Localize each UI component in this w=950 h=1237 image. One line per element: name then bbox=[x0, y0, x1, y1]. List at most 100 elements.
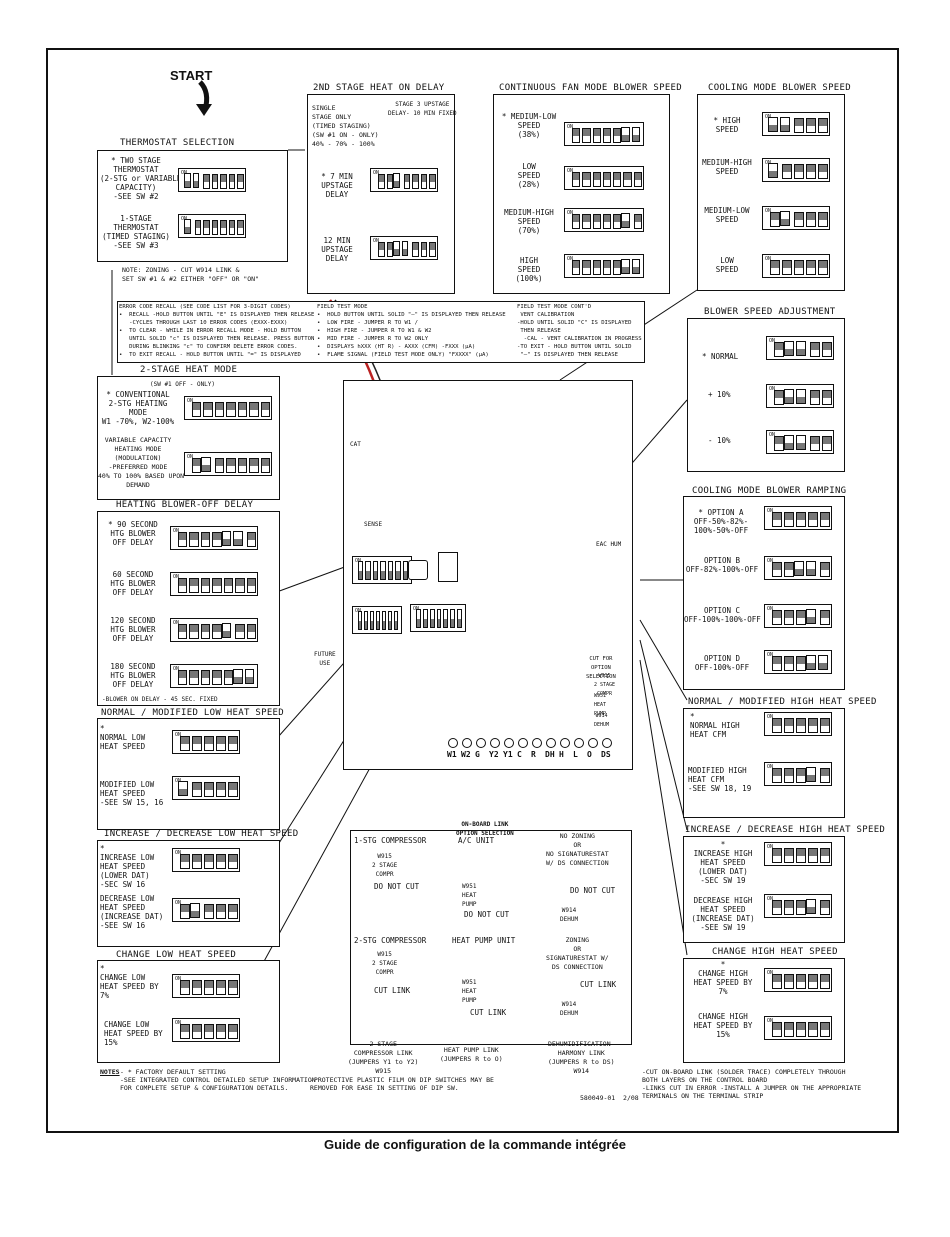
dip-toggle[interactable] bbox=[216, 980, 226, 995]
dip-toggle[interactable] bbox=[249, 458, 259, 473]
dip-toggle[interactable] bbox=[382, 611, 386, 630]
dip-toggle[interactable] bbox=[613, 128, 622, 143]
dip-toggle[interactable] bbox=[794, 164, 804, 179]
dip-toggle[interactable] bbox=[772, 768, 782, 783]
dip-toggle[interactable] bbox=[180, 736, 190, 751]
dip-switch-ramp-2[interactable]: ON bbox=[764, 604, 832, 628]
dip-switch-continuous-0[interactable]: ON bbox=[564, 122, 644, 146]
dip-toggle[interactable] bbox=[180, 904, 190, 919]
board-dip-bank-1[interactable]: ON bbox=[352, 556, 412, 584]
dip-toggle[interactable] bbox=[395, 561, 401, 580]
dip-toggle[interactable] bbox=[211, 174, 219, 189]
dip-toggle[interactable] bbox=[200, 578, 211, 593]
dip-toggle[interactable] bbox=[216, 1024, 226, 1039]
dip-toggle[interactable] bbox=[394, 611, 398, 630]
dip-toggle[interactable] bbox=[796, 656, 806, 671]
dip-toggle[interactable] bbox=[189, 578, 199, 593]
dip-toggle[interactable] bbox=[631, 259, 640, 274]
dip-toggle[interactable] bbox=[774, 390, 784, 405]
dip-toggle[interactable] bbox=[806, 561, 816, 576]
dip-toggle[interactable] bbox=[388, 611, 392, 630]
dip-toggle[interactable] bbox=[436, 609, 442, 628]
dip-toggle[interactable] bbox=[613, 260, 622, 275]
dip-toggle[interactable] bbox=[200, 624, 211, 639]
dip-toggle[interactable] bbox=[416, 609, 421, 628]
dip-toggle[interactable] bbox=[784, 1022, 794, 1037]
dip-switch-blower-adj-2[interactable]: ON bbox=[766, 430, 834, 454]
dip-toggle[interactable] bbox=[633, 214, 642, 229]
dip-toggle[interactable] bbox=[376, 611, 380, 630]
dip-toggle[interactable] bbox=[192, 173, 200, 188]
dip-switch-inc-low-2[interactable]: ON bbox=[172, 898, 240, 922]
dip-toggle[interactable] bbox=[818, 118, 828, 133]
dip-switch-cooling-2[interactable]: ON bbox=[762, 206, 830, 230]
dip-toggle[interactable] bbox=[810, 342, 820, 357]
dip-toggle[interactable] bbox=[818, 164, 828, 179]
dip-toggle[interactable] bbox=[774, 436, 784, 451]
dip-toggle[interactable] bbox=[204, 854, 214, 869]
dip-toggle[interactable] bbox=[806, 899, 816, 914]
dip-toggle[interactable] bbox=[211, 220, 219, 235]
dip-toggle[interactable] bbox=[572, 260, 581, 275]
dip-toggle[interactable] bbox=[401, 241, 409, 256]
dip-toggle[interactable] bbox=[796, 512, 806, 527]
dip-toggle[interactable] bbox=[221, 623, 232, 638]
dip-toggle[interactable] bbox=[592, 214, 601, 229]
dip-switch-continuous-2[interactable]: ON bbox=[564, 208, 644, 232]
dip-toggle[interactable] bbox=[192, 458, 202, 473]
dip-toggle[interactable] bbox=[806, 609, 816, 624]
dip-toggle[interactable] bbox=[770, 260, 780, 275]
dip-toggle[interactable] bbox=[249, 402, 259, 417]
dip-toggle[interactable] bbox=[820, 768, 830, 783]
dip-toggle[interactable] bbox=[429, 609, 435, 628]
dip-toggle[interactable] bbox=[180, 980, 190, 995]
dip-switch-continuous-1[interactable]: ON bbox=[564, 166, 644, 190]
dip-toggle[interactable] bbox=[233, 669, 243, 684]
dip-toggle[interactable] bbox=[784, 389, 794, 404]
dip-toggle[interactable] bbox=[358, 561, 364, 580]
dip-toggle[interactable] bbox=[613, 172, 622, 187]
dip-toggle[interactable] bbox=[212, 624, 222, 639]
dip-toggle[interactable] bbox=[806, 767, 816, 782]
dip-toggle[interactable] bbox=[806, 260, 816, 275]
dip-toggle[interactable] bbox=[386, 242, 394, 257]
dip-switch-upstage-12[interactable]: ON bbox=[370, 236, 438, 260]
dip-switch-change-high-1[interactable]: ON bbox=[764, 968, 832, 992]
dip-toggle[interactable] bbox=[768, 117, 778, 132]
dip-toggle[interactable] bbox=[216, 904, 226, 919]
dip-toggle[interactable] bbox=[233, 531, 243, 546]
dip-switch-thermostat-2[interactable]: ON bbox=[178, 214, 246, 238]
dip-switch-two-stage-1[interactable]: ON bbox=[184, 396, 272, 420]
dip-toggle[interactable] bbox=[806, 212, 816, 227]
dip-toggle[interactable] bbox=[623, 172, 632, 187]
dip-toggle[interactable] bbox=[204, 736, 214, 751]
dip-toggle[interactable] bbox=[402, 561, 408, 580]
dip-toggle[interactable] bbox=[226, 458, 236, 473]
dip-toggle[interactable] bbox=[216, 782, 226, 797]
dip-toggle[interactable] bbox=[772, 1022, 782, 1037]
dip-toggle[interactable] bbox=[794, 212, 804, 227]
dip-toggle[interactable] bbox=[602, 128, 612, 143]
dip-toggle[interactable] bbox=[204, 1024, 214, 1039]
dip-toggle[interactable] bbox=[214, 402, 225, 417]
dip-toggle[interactable] bbox=[429, 174, 437, 189]
dip-toggle[interactable] bbox=[770, 212, 780, 227]
dip-switch-inc-high-1[interactable]: ON bbox=[764, 842, 832, 866]
dip-toggle[interactable] bbox=[228, 220, 236, 235]
dip-toggle[interactable] bbox=[621, 259, 630, 274]
dip-switch-low-heat-2[interactable]: ON bbox=[172, 776, 240, 800]
dip-switch-low-heat-1[interactable]: ON bbox=[172, 730, 240, 754]
dip-switch-continuous-3[interactable]: ON bbox=[564, 254, 644, 278]
dip-toggle[interactable] bbox=[784, 656, 794, 671]
dip-toggle[interactable] bbox=[602, 260, 612, 275]
dip-toggle[interactable] bbox=[422, 609, 428, 628]
diagnostic-push-button[interactable] bbox=[408, 560, 428, 580]
dip-toggle[interactable] bbox=[228, 782, 238, 797]
dip-toggle[interactable] bbox=[228, 854, 238, 869]
dip-toggle[interactable] bbox=[212, 532, 222, 547]
dip-toggle[interactable] bbox=[796, 848, 806, 863]
dip-switch-cooling-1[interactable]: ON bbox=[762, 158, 830, 182]
dip-toggle[interactable] bbox=[178, 532, 188, 547]
dip-toggle[interactable] bbox=[228, 1024, 238, 1039]
dip-toggle[interactable] bbox=[796, 1022, 806, 1037]
